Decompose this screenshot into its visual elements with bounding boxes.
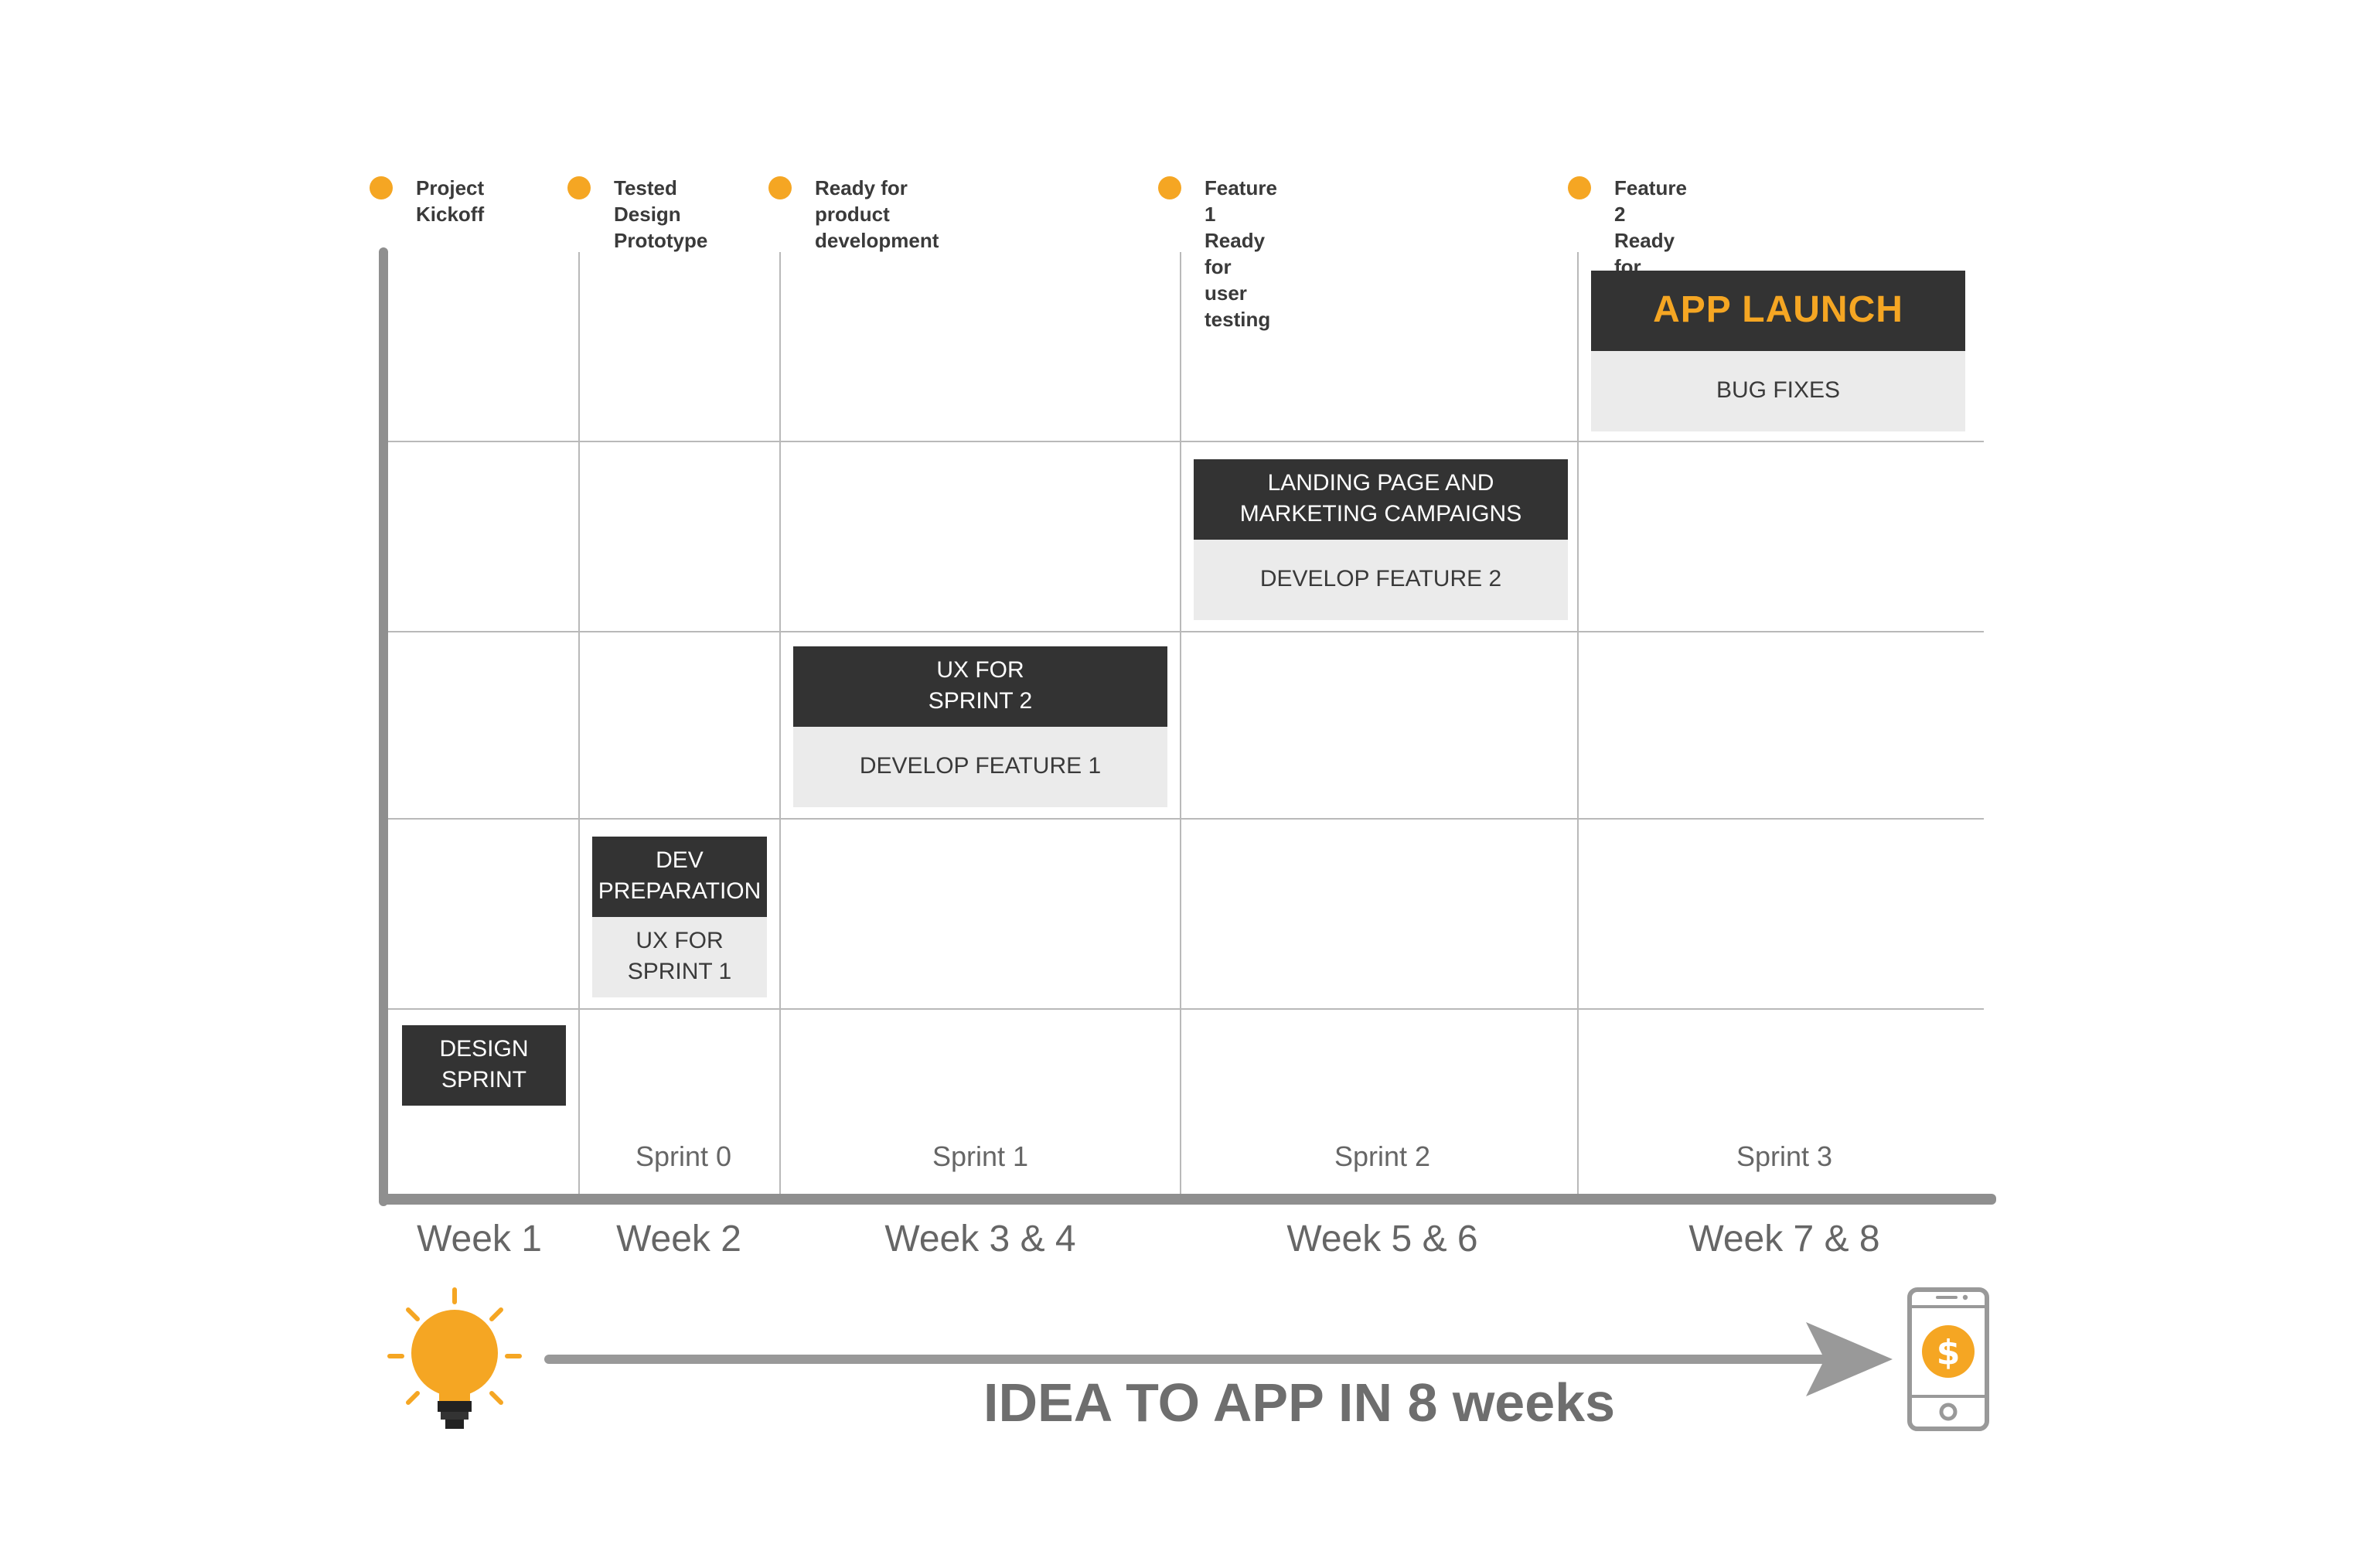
sprint-label: Sprint 3	[1736, 1141, 1833, 1172]
grid-row-divider	[388, 1008, 1984, 1010]
week-label: Week 5 & 6	[1286, 1219, 1478, 1260]
milestone-dot-icon	[370, 176, 393, 199]
grid-row-divider	[388, 631, 1984, 632]
timeline-arrow	[544, 1355, 1828, 1364]
task-ux-sprint-2: UX FOR SPRINT 2	[793, 646, 1167, 727]
task-ux-sprint-1: UX FOR SPRINT 1	[592, 917, 767, 997]
grid-column-divider	[779, 252, 781, 1198]
sprint-label: Sprint 2	[1334, 1141, 1431, 1172]
smartphone-dollar-icon: $	[1907, 1287, 1989, 1431]
week-label: Week 1	[417, 1219, 542, 1260]
sprint-label: Sprint 0	[635, 1141, 732, 1172]
milestone-label: Feature 1 Ready for user testing	[1205, 176, 1277, 331]
y-axis	[379, 247, 388, 1206]
grid-row-divider	[388, 441, 1984, 442]
grid-row-divider	[388, 818, 1984, 820]
milestone-label: Ready for product development	[815, 176, 939, 252]
sprint-label: Sprint 1	[932, 1141, 1029, 1172]
milestone-dot-icon	[768, 176, 792, 199]
task-develop-feature-1: DEVELOP FEATURE 1	[793, 727, 1167, 807]
week-label: Week 2	[616, 1219, 741, 1260]
task-design-sprint: DESIGN SPRINT	[402, 1025, 566, 1106]
milestone-dot-icon	[567, 176, 591, 199]
task-landing-page-marketing: LANDING PAGE AND MARKETING CAMPAIGNS	[1194, 459, 1568, 540]
week-label: Week 7 & 8	[1688, 1219, 1880, 1260]
milestone-dot-icon	[1158, 176, 1181, 199]
grid-column-divider	[1180, 252, 1181, 1198]
week-label: Week 3 & 4	[884, 1219, 1076, 1260]
milestone-label: Tested Design Prototype	[614, 176, 708, 252]
milestone-dot-icon	[1568, 176, 1591, 199]
task-app-launch: APP LAUNCH	[1591, 271, 1965, 351]
task-develop-feature-2: DEVELOP FEATURE 2	[1194, 540, 1568, 620]
task-dev-preparation: DEV PREPARATION	[592, 837, 767, 917]
grid-column-divider	[1577, 252, 1579, 1198]
tagline: IDEA TO APP IN 8 weeks	[983, 1373, 1615, 1433]
task-bug-fixes: BUG FIXES	[1591, 351, 1965, 431]
lightbulb-icon	[387, 1287, 522, 1429]
x-axis	[379, 1194, 1996, 1205]
milestone-label: Project Kickoff	[416, 176, 485, 226]
svg-text:$: $	[1937, 1333, 1961, 1372]
arrow-right-icon	[1806, 1322, 1893, 1396]
grid-column-divider	[578, 252, 580, 1198]
